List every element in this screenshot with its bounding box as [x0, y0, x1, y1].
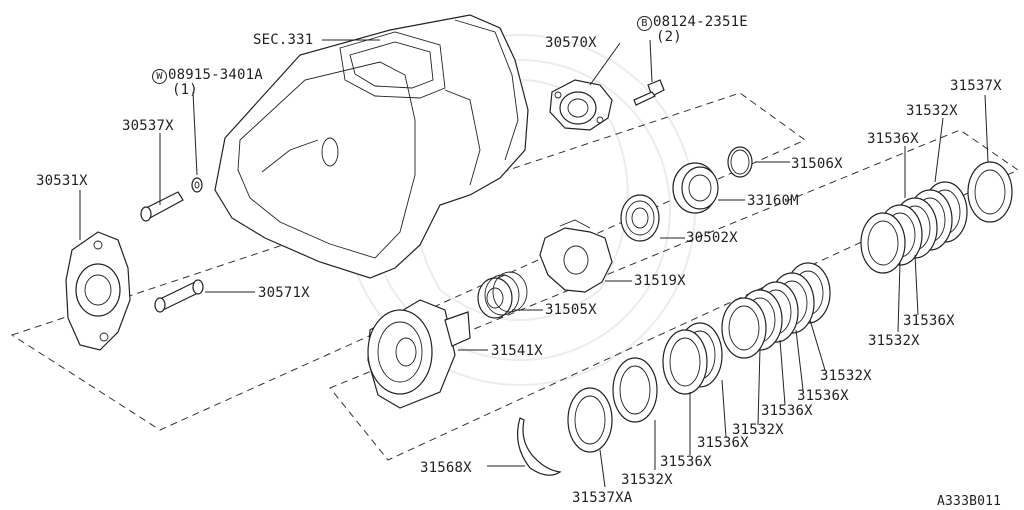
callout-30531: 30531X [36, 173, 88, 189]
cover-30531 [65, 231, 131, 351]
washer-08915 [191, 177, 203, 193]
callout-31519: 31519X [634, 273, 686, 289]
bolt-08124 [633, 79, 665, 106]
spring-31505 [477, 271, 528, 319]
callout-31532-middle: 31532X [820, 368, 872, 384]
bolt-symbol-icon: B [637, 16, 652, 31]
pin-30571 [154, 279, 204, 313]
callout-31532-right: 31532X [868, 333, 920, 349]
callout-bolt-qty: (2) [656, 29, 682, 45]
snap-ring-31568 [517, 417, 562, 476]
callout-31537-top: 31537X [950, 78, 1002, 94]
diagram-id: A333B011 [937, 494, 1002, 509]
callout-31536-top: 31536X [867, 131, 919, 147]
callout-washer-qty: (1) [172, 82, 198, 98]
seal-33160 [672, 162, 719, 214]
leader-lines [79, 39, 989, 488]
assembly-plane-upper [10, 92, 806, 431]
callout-30570: 30570X [545, 35, 597, 51]
callout-30571: 30571X [258, 285, 310, 301]
callout-31537xa: 31537XA [572, 490, 633, 506]
callout-30502: 30502X [686, 230, 738, 246]
callout-31505: 31505X [545, 302, 597, 318]
bearing-30502 [620, 194, 660, 242]
callout-31506: 31506X [791, 156, 843, 172]
callout-31532-bottom: 31532X [621, 472, 673, 488]
clutch-pack-lower [567, 322, 723, 453]
snap-ring-31506 [727, 146, 753, 178]
drum-31541 [367, 299, 471, 409]
flange-30570 [549, 79, 613, 131]
highlighted-part-number: 30531 [36, 173, 80, 189]
callout-31536-middle: 31536X [797, 388, 849, 404]
stud-30537 [140, 191, 184, 222]
callout-33160: 33160M [747, 193, 799, 209]
washer-symbol-icon: W [152, 69, 167, 84]
callout-sec331: SEC.331 [253, 32, 314, 48]
clutch-pack-middle [721, 262, 831, 359]
callout-30531-suffix: X [79, 173, 88, 189]
bolt-part-number: 08124-2351E [653, 14, 748, 30]
callout-31536-middle-2: 31536X [761, 403, 813, 419]
clutch-pack-upper [860, 161, 1013, 274]
transmission-case [214, 14, 529, 279]
washer-part-number: 08915-3401A [168, 67, 263, 83]
callout-31532-middle-2: 31532X [732, 422, 784, 438]
callout-31541: 31541X [491, 343, 543, 359]
callout-31532-top: 31532X [906, 103, 958, 119]
callout-31536-bottom: 31536X [697, 435, 749, 451]
callout-31536-bottom-2: 31536X [660, 454, 712, 470]
callout-31536-right: 31536X [903, 313, 955, 329]
callout-30537: 30537X [122, 118, 174, 134]
callout-31568: 31568X [420, 460, 472, 476]
hub-31519 [539, 219, 613, 293]
